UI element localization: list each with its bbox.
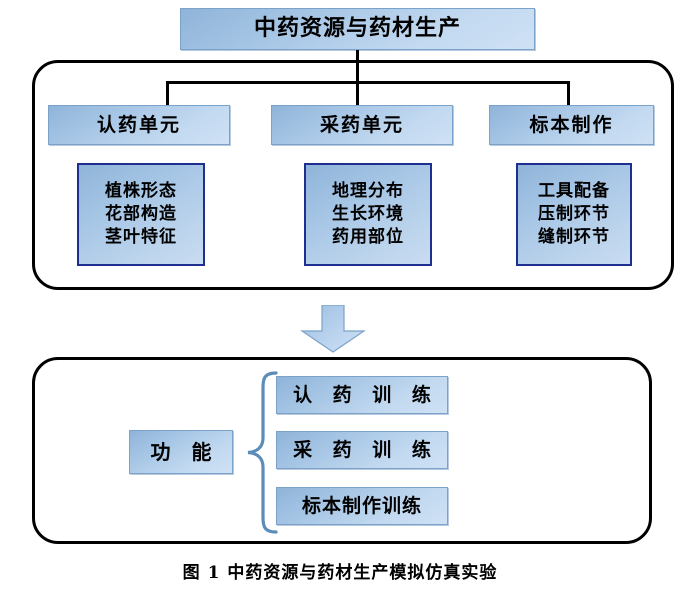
unit-detail-box-1: 地理分布 生长环境 药用部位 — [304, 163, 432, 266]
connector-horizontal-bar — [166, 81, 570, 84]
curly-brace-icon — [247, 371, 278, 534]
figure-caption: 图 1 中药资源与药材生产模拟仿真实验 — [182, 563, 498, 583]
training-box-2: 标本制作训练 — [276, 487, 448, 525]
unit-detail-item: 花部构造 — [105, 204, 177, 224]
unit-detail-box-0: 植株形态 花部构造 茎叶特征 — [77, 163, 205, 266]
connector-drop-unit-0 — [166, 81, 169, 107]
unit-detail-item: 地理分布 — [332, 181, 404, 201]
training-box-1: 采 药 训 练 — [276, 431, 448, 469]
connector-drop-unit-1 — [356, 81, 359, 107]
function-container — [32, 357, 652, 544]
connector-drop-unit-2 — [567, 81, 570, 107]
unit-detail-item: 工具配备 — [538, 181, 610, 201]
title-box: 中药资源与药材生产 — [180, 8, 535, 50]
unit-detail-item: 缝制环节 — [538, 227, 610, 247]
connector-stem-vertical — [356, 50, 359, 84]
unit-detail-item: 茎叶特征 — [105, 227, 177, 247]
unit-detail-item: 植株形态 — [105, 181, 177, 201]
training-box-0: 认 药 训 练 — [276, 376, 448, 414]
unit-header-0: 认药单元 — [48, 105, 230, 145]
unit-header-2: 标本制作 — [489, 105, 654, 145]
unit-detail-box-2: 工具配备 压制环节 缝制环节 — [516, 163, 632, 266]
unit-detail-item: 压制环节 — [538, 204, 610, 224]
unit-header-1: 采药单元 — [271, 105, 453, 145]
unit-detail-item: 生长环境 — [332, 204, 404, 224]
unit-detail-item: 药用部位 — [332, 227, 404, 247]
arrow-down-icon — [300, 305, 366, 353]
units-container — [32, 60, 674, 290]
function-label-box: 功 能 — [129, 430, 233, 474]
